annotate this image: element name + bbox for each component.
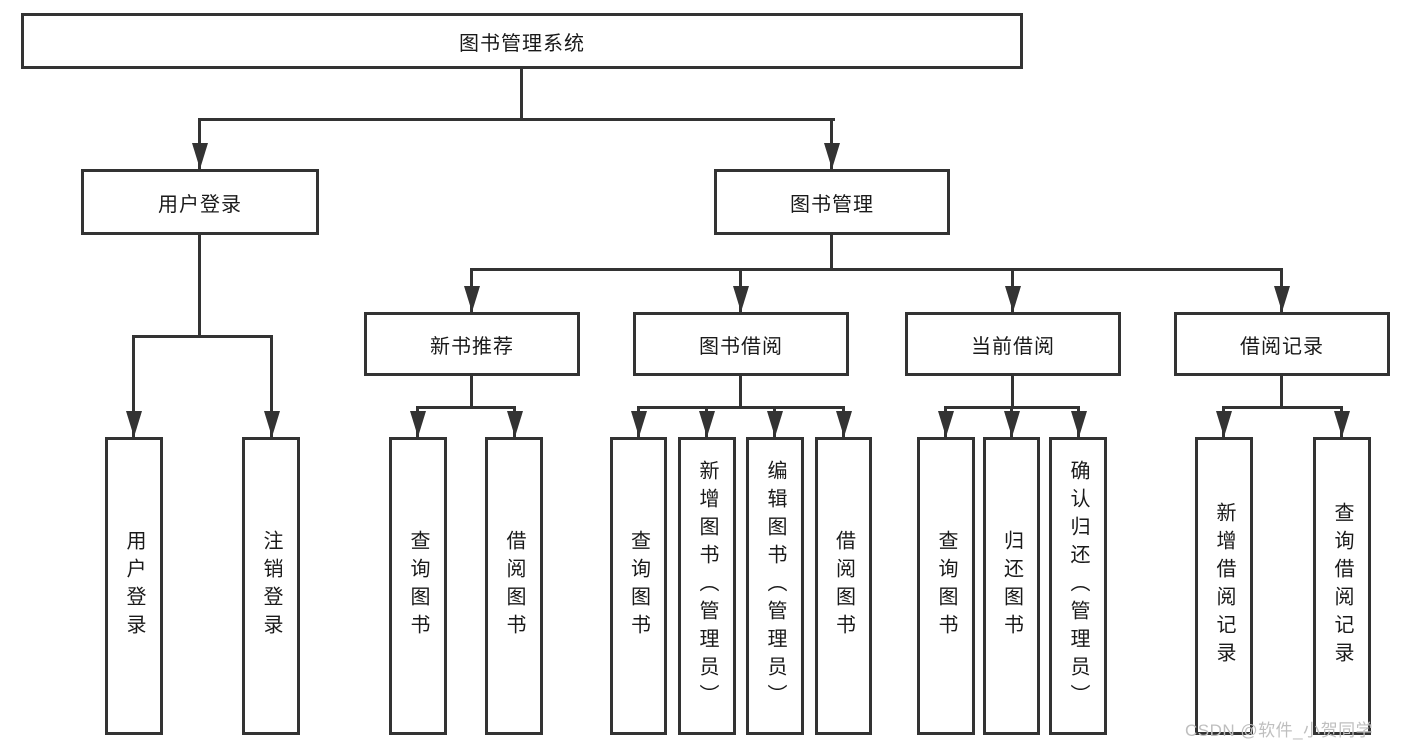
connector-book-stem [830, 235, 833, 268]
leaf-borrow-edit-admin-label: 编辑图书（管理员） [764, 460, 786, 712]
arrowhead-leaf-borrow-4 [836, 411, 852, 437]
leaf-borrow-query-label: 查询图书 [627, 530, 650, 642]
node-current-borrow-label: 当前借阅 [971, 335, 1055, 358]
leaf-user-login-label: 用户登录 [123, 530, 145, 642]
node-user-login-label: 用户登录 [158, 193, 242, 216]
leaf-borrow-add-admin: 新增图书（管理员） [678, 437, 736, 735]
leaf-newbook-borrow: 借阅图书 [485, 437, 543, 735]
arrowhead-leaf-user-2 [264, 411, 280, 437]
node-root-label: 图书管理系统 [459, 32, 585, 55]
connector-current-stem [1011, 376, 1014, 406]
node-borrow-records-label: 借阅记录 [1240, 335, 1324, 358]
node-borrow-records: 借阅记录 [1174, 312, 1390, 376]
arrowhead-leaf-borrow-1 [631, 411, 647, 437]
connector-records-stem [1280, 376, 1283, 406]
arrowhead-book-borrow [733, 286, 749, 312]
connector-user-bar [132, 335, 273, 338]
leaf-current-confirm-admin-label: 确认归还（管理员） [1067, 460, 1089, 712]
connector-borrow-bar [637, 406, 845, 409]
node-book-borrow-label: 图书借阅 [699, 335, 783, 358]
arrowhead-leaf-records-2 [1334, 411, 1350, 437]
leaf-records-query: 查询借阅记录 [1313, 437, 1371, 735]
leaf-newbook-borrow-label: 借阅图书 [503, 530, 525, 642]
arrowhead-book-management [824, 143, 840, 169]
connector-user-stem [198, 235, 201, 335]
connector-root-stem [520, 69, 523, 118]
leaf-records-add: 新增借阅记录 [1195, 437, 1253, 735]
arrowhead-new-book [464, 286, 480, 312]
arrowhead-current-borrow [1005, 286, 1021, 312]
connector-root-bar [198, 118, 835, 121]
node-user-login: 用户登录 [81, 169, 319, 235]
connector-user-drop-1 [132, 335, 135, 437]
leaf-user-login: 用户登录 [105, 437, 163, 735]
leaf-current-query-label: 查询图书 [935, 530, 957, 642]
node-new-book-recommend-label: 新书推荐 [430, 335, 514, 358]
leaf-current-return: 归还图书 [983, 437, 1040, 735]
arrowhead-leaf-newbook-2 [507, 411, 523, 437]
leaf-newbook-query: 查询图书 [389, 437, 447, 735]
arrowhead-leaf-records-1 [1216, 411, 1232, 437]
connector-newbook-bar [416, 406, 516, 409]
arrowhead-borrow-records [1274, 286, 1290, 312]
leaf-logout: 注销登录 [242, 437, 300, 735]
arrowhead-leaf-borrow-3 [767, 411, 783, 437]
connector-book-bar [470, 268, 1283, 271]
leaf-borrow-book-label: 借阅图书 [832, 530, 855, 642]
leaf-newbook-query-label: 查询图书 [407, 530, 429, 642]
arrowhead-leaf-user-1 [126, 411, 142, 437]
leaf-records-query-label: 查询借阅记录 [1331, 502, 1353, 670]
node-book-borrow: 图书借阅 [633, 312, 849, 376]
leaf-borrow-book: 借阅图书 [815, 437, 872, 735]
node-new-book-recommend: 新书推荐 [364, 312, 580, 376]
connector-records-bar [1222, 406, 1343, 409]
node-book-management-label: 图书管理 [790, 193, 874, 216]
connector-borrow-stem [739, 376, 742, 406]
arrowhead-leaf-borrow-2 [699, 411, 715, 437]
leaf-current-return-label: 归还图书 [1000, 530, 1023, 642]
node-book-management: 图书管理 [714, 169, 950, 235]
csdn-watermark: CSDN @软件_小贺同学 [1185, 721, 1374, 740]
arrowhead-leaf-current-1 [938, 411, 954, 437]
arrowhead-user-login [192, 143, 208, 169]
connector-user-drop-2 [270, 335, 273, 437]
arrowhead-leaf-newbook-1 [410, 411, 426, 437]
arrowhead-leaf-current-3 [1071, 411, 1087, 437]
leaf-records-add-label: 新增借阅记录 [1213, 502, 1235, 670]
leaf-current-query: 查询图书 [917, 437, 975, 735]
leaf-current-confirm-admin: 确认归还（管理员） [1049, 437, 1107, 735]
leaf-borrow-add-admin-label: 新增图书（管理员） [696, 460, 718, 712]
arrowhead-leaf-current-2 [1004, 411, 1020, 437]
leaf-borrow-query: 查询图书 [610, 437, 667, 735]
node-current-borrow: 当前借阅 [905, 312, 1121, 376]
leaf-logout-label: 注销登录 [260, 530, 282, 642]
connector-newbook-stem [470, 376, 473, 406]
node-root-system: 图书管理系统 [21, 13, 1023, 69]
leaf-borrow-edit-admin: 编辑图书（管理员） [746, 437, 804, 735]
